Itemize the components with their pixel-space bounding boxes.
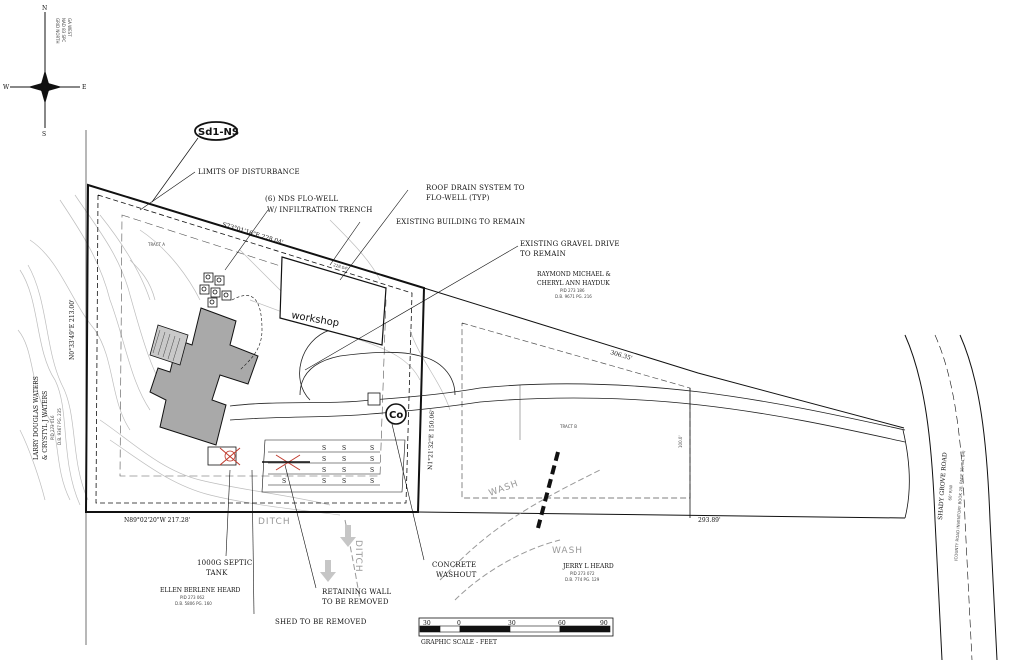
south-label: S: [42, 131, 46, 138]
north-arrow-icon: N S E W GRID NORTH NAD 83 SPC GA WEST: [3, 5, 86, 138]
flowell-callout-2: W/ INFILTRATION TRENCH: [267, 206, 373, 214]
owner-jerry-heard: JERRY L HEARD PID 273 072 D.B. 774 PG. 1…: [562, 563, 614, 582]
washout-box: [367, 392, 381, 406]
tract-b-south-bearing: 293.89': [698, 517, 721, 524]
svg-text:S: S: [322, 445, 326, 452]
washout-callout-2: WASHOUT: [436, 571, 477, 579]
svg-text:JERRY L HEARD: JERRY L HEARD: [562, 563, 614, 570]
scale-tick-4: 90: [600, 620, 608, 627]
svg-text:D.B. 9367 PG. 235: D.B. 9367 PG. 235: [57, 408, 62, 445]
svg-text:S: S: [370, 467, 374, 474]
workshop-building: workshop: [279, 256, 387, 346]
retaining-wall-callout-2: TO BE REMOVED: [322, 598, 389, 606]
roof-drain-line: [231, 295, 263, 371]
svg-text:RAYMOND MICHAEL &: RAYMOND MICHAEL &: [537, 271, 612, 278]
tract-b-label: TRACT B: [559, 424, 577, 429]
svg-text:S: S: [370, 456, 374, 463]
flo-well-grid: [199, 272, 232, 308]
svg-text:PID 273 062: PID 273 062: [180, 595, 205, 600]
svg-text:D.B. 9671 PG. 216: D.B. 9671 PG. 216: [555, 294, 592, 299]
svg-text:S: S: [322, 456, 326, 463]
proposed-house: [149, 307, 259, 446]
wash-label-2: WASH: [552, 546, 583, 556]
co-bubble: Co: [385, 403, 407, 425]
tract-b-east-bearing: 100.0': [678, 435, 683, 448]
svg-text:S: S: [342, 467, 346, 474]
roof-drain-callout-1: ROOF DRAIN SYSTEM TO: [426, 184, 525, 192]
svg-text:ELLEN BERLENE HEARD: ELLEN BERLENE HEARD: [160, 587, 241, 594]
septic-tank-callout-2: TANK: [206, 569, 228, 577]
grid-north-label: GRID NORTH: [55, 18, 60, 44]
road-name: SHADY GROVE ROAD: [937, 452, 949, 520]
east-label: E: [82, 84, 86, 91]
sheet-reference-bubble: Sd1-NS: [151, 121, 239, 203]
shed-callout: SHED TO BE REMOVED: [275, 618, 367, 626]
washout-callout-1: CONCRETE: [432, 561, 476, 569]
south-line-bearing: N89°02'20"W 217.28': [124, 517, 191, 524]
scale-tick-2: 30: [508, 620, 516, 627]
gravel-drive-callout-1: EXISTING GRAVEL DRIVE: [520, 240, 620, 248]
shady-grove-road: [902, 334, 998, 661]
co-label: Co: [389, 410, 403, 421]
septic-tank: [207, 446, 241, 466]
scale-caption: GRAPHIC SCALE - FEET: [421, 639, 497, 646]
svg-text:CHERYL ANN HAYDUK: CHERYL ANN HAYDUK: [537, 280, 610, 287]
limits-of-disturbance-callout: LIMITS OF DISTURBANCE: [198, 168, 300, 176]
retaining-wall-callout-1: RETAINING WALL: [322, 588, 391, 596]
svg-text:LARRY DOUGLAS WATERS: LARRY DOUGLAS WATERS: [33, 376, 40, 460]
ditch-label-2: DITCH: [353, 540, 363, 573]
west-label: W: [3, 84, 10, 91]
svg-text:S: S: [282, 478, 286, 485]
tract-a-label: TRACT A: [147, 242, 165, 247]
owner-waters: LARRY DOUGLAS WATERS & CRYSTYL J WATERS …: [33, 376, 62, 460]
sheet-reference-label: Sd1-NS: [198, 127, 239, 138]
svg-text:S: S: [370, 445, 374, 452]
svg-text:PID 273 072: PID 273 072: [570, 571, 595, 576]
svg-text:S: S: [342, 445, 346, 452]
svg-text:S: S: [322, 478, 326, 485]
west-line-bearing: N0°33'49"E 213.00': [69, 299, 76, 360]
gravel-drive-callout-2: TO REMAIN: [520, 250, 566, 258]
road-width: 60' R/W: [947, 485, 953, 501]
north-line-bearing: S73°01'16"E 228.04': [221, 221, 284, 246]
svg-text:S: S: [342, 456, 346, 463]
ditch-arrows: [320, 525, 356, 582]
flowell-callout-1: (6) NDS FLO-WELL: [265, 195, 338, 203]
ditch-label-1: DITCH: [258, 517, 291, 527]
graphic-scale: 30 0 30 60 90 GRAPHIC SCALE - FEET: [418, 617, 614, 646]
roof-drain-callout-2: FLO-WELL (TYP): [426, 194, 490, 202]
east-line-bearing: N1°21'32"E 150.06': [427, 409, 436, 470]
north-label: N: [42, 5, 47, 12]
callout-leaders: [139, 171, 519, 615]
washes: [344, 469, 601, 601]
road-reference: (COUNTY ROAD INVENTORY BOOK 28, PAGE 35,…: [953, 450, 966, 561]
svg-text:S: S: [370, 478, 374, 485]
svg-text:S: S: [322, 467, 326, 474]
scale-tick-1: 0: [457, 620, 461, 627]
gravel-drive: [229, 329, 906, 443]
tract-b-boundary: [417, 287, 906, 519]
existing-building-callout: EXISTING BUILDING TO REMAIN: [396, 218, 525, 226]
owner-ellen-heard: ELLEN BERLENE HEARD PID 273 062 D.B. 580…: [160, 587, 241, 606]
scale-tick-3: 60: [558, 620, 566, 627]
tract-b-north-bearing: 306.35': [609, 349, 633, 362]
svg-text:& CRYSTYL J WATERS: & CRYSTYL J WATERS: [42, 391, 49, 460]
svg-text:S: S: [342, 478, 346, 485]
easement-line: [536, 451, 560, 529]
owner-hayduk: RAYMOND MICHAEL & CHERYL ANN HAYDUK PID …: [537, 271, 612, 299]
inner-bearing-label: 228.04': [333, 262, 349, 271]
svg-text:D.B. 5806 PG. 160: D.B. 5806 PG. 160: [175, 601, 212, 606]
svg-text:PID 273 016: PID 273 016: [50, 415, 55, 440]
datum-label: NAD 83 SPC: [61, 18, 66, 42]
svg-text:D.B. 774 PG. 129: D.B. 774 PG. 129: [565, 577, 600, 582]
septic-tank-callout-1: 1000G SEPTIC: [197, 559, 252, 567]
scale-tick-0: 30: [423, 620, 431, 627]
retaining-wall-remove-mark: [262, 454, 310, 471]
wash-label-1: WASH: [488, 479, 521, 499]
zone-label: GA WEST: [67, 18, 72, 37]
svg-text:PID 273 186: PID 273 186: [560, 288, 585, 293]
